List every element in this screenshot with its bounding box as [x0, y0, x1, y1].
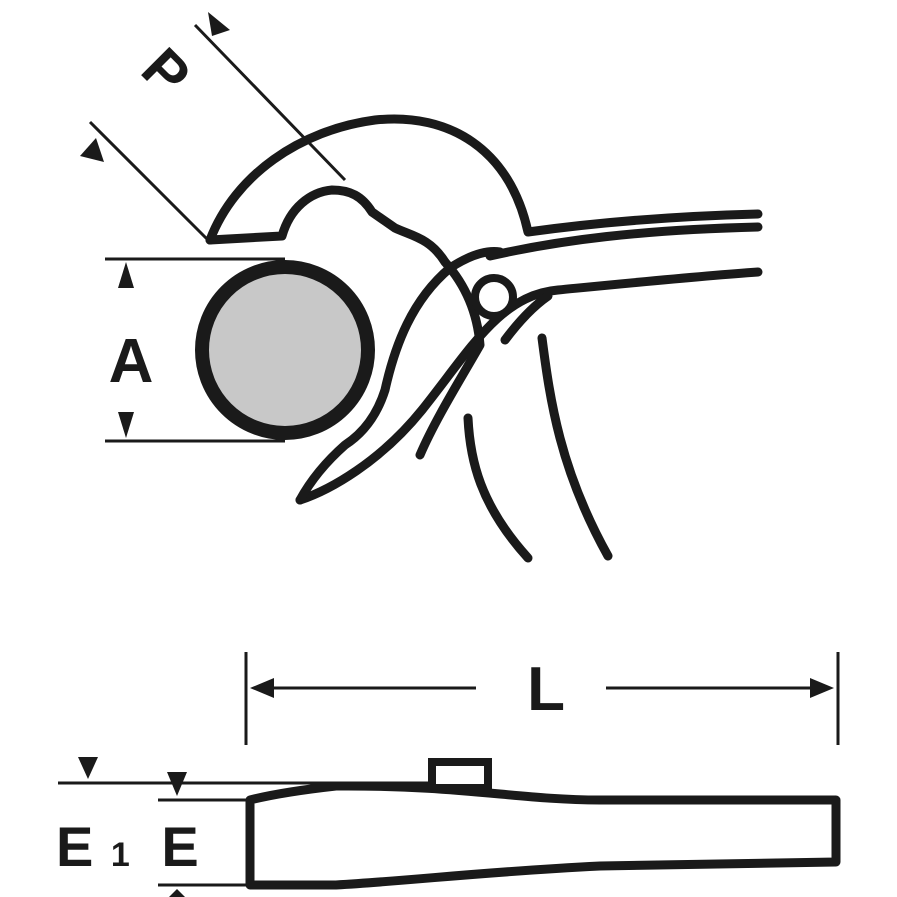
- lower-handle-mid: [500, 291, 553, 345]
- dimension-e1: E 1: [56, 757, 432, 878]
- a-label: A: [109, 327, 154, 396]
- p-extension-line-upper: [193, 23, 347, 182]
- p-arrow-lower: [80, 138, 104, 162]
- pliers-side-view: [245, 758, 841, 890]
- dimension-l: L: [244, 652, 840, 745]
- upper-jaw-inner: [205, 185, 450, 267]
- lower-jaw-web: [415, 257, 485, 460]
- pliers-top-view: [195, 114, 763, 563]
- e-label: E: [161, 815, 198, 878]
- e-arrow-down: [167, 772, 187, 796]
- pivot-rivet: [471, 274, 517, 320]
- lower-jaw-inner: [295, 247, 505, 505]
- e1-label: E 1: [56, 815, 130, 878]
- dimension-a: A: [105, 257, 285, 443]
- side-profile-outline: [245, 781, 841, 890]
- p-extension-line-lower: [88, 120, 212, 244]
- e1-label-subscript: 1: [111, 836, 130, 874]
- lower-handle-right: [537, 333, 613, 561]
- lower-handle-left: [463, 413, 533, 563]
- round-workpiece: [195, 260, 375, 440]
- l-arrow-left: [250, 678, 274, 698]
- dimension-p: P: [80, 12, 347, 244]
- a-arrow-down: [118, 412, 134, 438]
- upper-jaw-outline: [205, 114, 763, 245]
- upper-handle-edge: [485, 222, 763, 261]
- p-label: P: [129, 36, 202, 109]
- a-arrow-up: [118, 262, 134, 288]
- e1-arrow-down: [78, 757, 98, 779]
- lower-jaw-outline: [295, 267, 763, 505]
- side-rivet-head: [428, 758, 492, 792]
- l-arrow-right: [810, 678, 834, 698]
- e1-label-main: E: [56, 815, 93, 878]
- p-arrow-upper: [208, 12, 230, 36]
- dimension-e: E: [158, 772, 250, 897]
- l-label: L: [527, 655, 565, 724]
- e-arrow-up: [169, 889, 185, 897]
